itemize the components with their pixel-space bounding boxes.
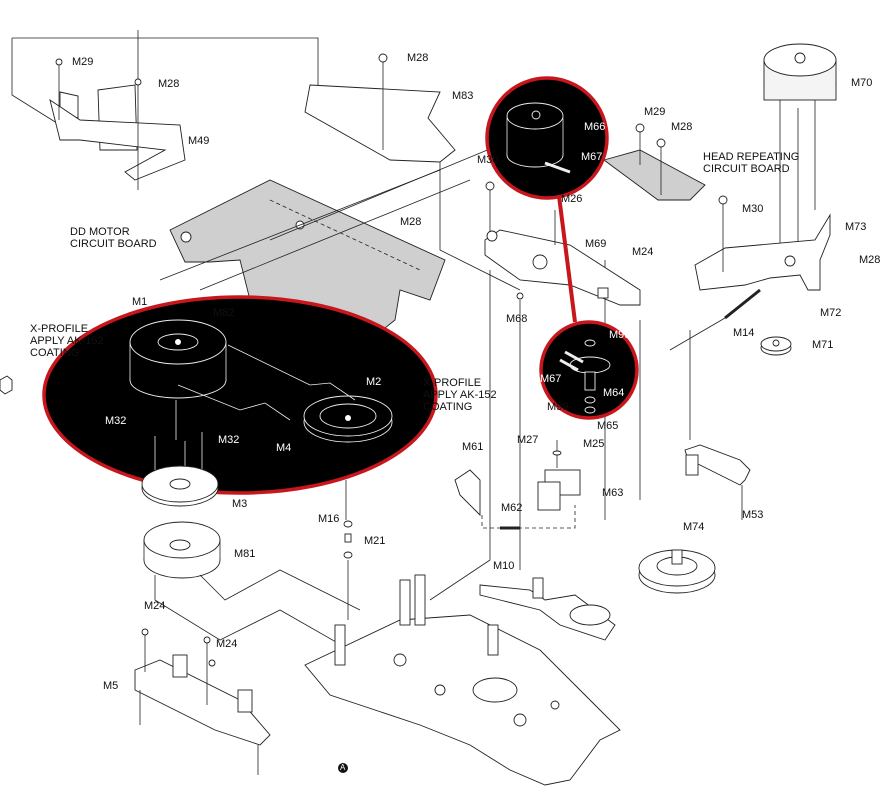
label-m1: M1 xyxy=(132,296,148,308)
label-m28: M28 xyxy=(671,121,693,133)
label-m64: M64 xyxy=(603,387,625,399)
label-m99: M99 xyxy=(547,401,569,413)
label-m63: M63 xyxy=(602,487,624,499)
label-m24: M24 xyxy=(144,600,166,612)
callout-belt-assembly xyxy=(42,295,438,495)
label-m2: M2 xyxy=(366,376,382,388)
label-m67: M67 xyxy=(540,373,562,385)
label-m73: M73 xyxy=(845,221,867,233)
label-m24: M24 xyxy=(632,246,654,258)
bracket-m49 xyxy=(11,30,319,190)
callout-motor-m66 xyxy=(485,76,609,323)
gear-m71 xyxy=(760,336,792,356)
label-m28: M28 xyxy=(859,254,881,266)
label-m66: M66 xyxy=(584,121,606,133)
label-m70: M70 xyxy=(851,77,873,89)
label-m53: M53 xyxy=(742,509,764,521)
label-m14: M14 xyxy=(733,327,755,339)
note-head-repeating-circuit-board: HEAD REPEATING CIRCUIT BOARD xyxy=(703,151,800,175)
label-m72: M72 xyxy=(820,307,842,319)
bracket-m69 xyxy=(484,181,641,306)
label-m61: M61 xyxy=(462,441,484,453)
label-m49: M49 xyxy=(188,135,210,147)
reference-a-marker xyxy=(338,763,348,773)
bracket-m73 xyxy=(694,195,831,291)
note-dd-motor-circuit-board: DD MOTOR CIRCUIT BOARD xyxy=(70,226,157,250)
label-m62: M62 xyxy=(501,502,523,514)
label-m69: M69 xyxy=(585,238,607,250)
label-m27: M27 xyxy=(517,434,539,446)
label-m68: M68 xyxy=(506,313,528,325)
head-repeating-circuit-board xyxy=(602,123,706,201)
label-m3: M3 xyxy=(232,498,248,510)
motor-m81 xyxy=(143,521,221,579)
label-m67: M67 xyxy=(581,151,603,163)
gear-m74 xyxy=(638,549,716,594)
solenoid-m63 xyxy=(537,440,581,511)
label-m28: M28 xyxy=(400,216,422,228)
label-m83: M83 xyxy=(452,90,474,102)
label-m29: M29 xyxy=(72,56,94,68)
label-m5: M5 xyxy=(103,680,119,692)
note-xprofile-left: X-PROFILE APPLY AK-152 COATING xyxy=(30,323,104,359)
plate-m83 xyxy=(304,53,521,291)
label-m28: M28 xyxy=(158,78,180,90)
plate-m5 xyxy=(134,628,271,775)
arm-m53 xyxy=(684,444,751,520)
label-m28: M28 xyxy=(407,52,429,64)
motor-m70 xyxy=(763,43,837,270)
label-m24: M24 xyxy=(216,638,238,650)
note-xprofile-right: X-PROFILE APPLY AK-152 COATING xyxy=(423,377,497,413)
label-m4: M4 xyxy=(276,442,292,454)
washer-m16-m21 xyxy=(343,480,353,620)
label-m25: M25 xyxy=(583,438,605,450)
bracket-m61 xyxy=(454,469,481,517)
dd-motor-circuit-board xyxy=(169,179,446,341)
label-m99: M99 xyxy=(609,329,631,341)
label-m29: M29 xyxy=(644,106,666,118)
lever-m10 xyxy=(479,577,616,641)
label-m16: M16 xyxy=(318,513,340,525)
label-m74: M74 xyxy=(683,521,705,533)
label-m30: M30 xyxy=(477,154,499,166)
label-m71: M71 xyxy=(812,339,834,351)
spring-m62 xyxy=(481,505,576,530)
callout-pulley-m64 xyxy=(539,320,639,420)
spring-m14 xyxy=(724,288,761,320)
label-reference-a: A xyxy=(340,763,346,772)
label-m10: M10 xyxy=(493,560,515,572)
label-m65: M65 xyxy=(597,420,619,432)
label-m32: M32 xyxy=(105,415,127,427)
label-m26: M26 xyxy=(561,193,583,205)
label-m21: M21 xyxy=(364,535,386,547)
label-m82: M82 xyxy=(213,307,235,319)
label-m32: M32 xyxy=(218,434,240,446)
small-cube-part xyxy=(0,375,13,395)
label-m81: M81 xyxy=(234,548,256,560)
main-chassis xyxy=(304,574,621,786)
disc-m3 xyxy=(141,465,219,507)
label-m30: M30 xyxy=(742,203,764,215)
